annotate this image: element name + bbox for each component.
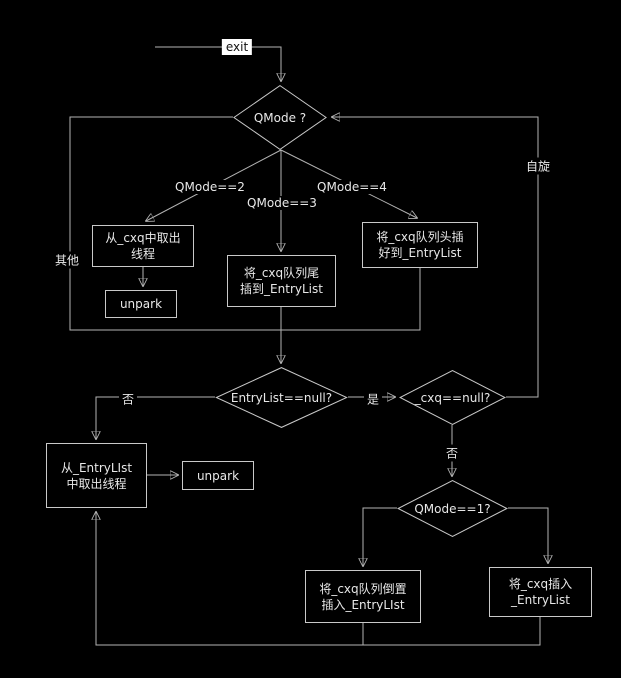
box-insert-entrylist: 将_cxq插入 _EntryList xyxy=(489,567,592,617)
edge-loop-back xyxy=(96,512,541,646)
box-unpark-2-label: unpark xyxy=(196,468,240,483)
decision-qmode-1: QMode==1? xyxy=(397,480,508,537)
box-take-from-cxq-line1: 从_cxq中取出 xyxy=(105,231,181,245)
edge-label-no-entrylist: 否 xyxy=(118,390,138,408)
edge-entrylist-no xyxy=(96,396,215,439)
box-head-insert-line1: 将_cxq队列头插 xyxy=(376,230,464,244)
box-take-from-entrylist: 从_EntryLIst 中取出线程 xyxy=(46,443,147,508)
box-reverse-insert-line1: 将_cxq队列倒置 xyxy=(319,581,407,596)
edge-label-qmode3: QMode==3 xyxy=(244,196,320,210)
box-head-insert-entrylist: 将_cxq队列头插 好到_EntryList xyxy=(362,222,478,268)
edge-label-qmode2: QMode==2 xyxy=(172,180,248,194)
box-take-from-cxq: 从_cxq中取出 线程 xyxy=(92,225,194,267)
decision-entrylist-null: EntryList==null? xyxy=(215,367,348,428)
edge-qmode1-left xyxy=(363,507,397,566)
edge-label-spin: 自旋 xyxy=(522,157,554,175)
box-tail-insert-line2: 插到_EntryList xyxy=(240,282,323,296)
box-reverse-insert-entrylist: 将_cxq队列倒置 插入_EntryLIst xyxy=(305,570,421,623)
decision-qmode: QMode ? xyxy=(233,85,327,150)
box-tail-insert-line1: 将_cxq队列尾 xyxy=(243,266,320,280)
edge-label-other: 其他 xyxy=(51,251,83,269)
box-take-from-entrylist-line1: 从_EntryLIst xyxy=(60,460,133,475)
decision-qmode-1-label: QMode==1? xyxy=(414,501,491,516)
edge-label-qmode4: QMode==4 xyxy=(314,180,390,194)
edge-exit xyxy=(155,46,281,81)
decision-cxq-null-label: _cxq==null? xyxy=(414,390,491,405)
edge-label-exit: exit xyxy=(221,39,253,55)
box-unpark-1: unpark xyxy=(105,290,177,318)
decision-entrylist-null-label: EntryList==null? xyxy=(230,390,333,405)
box-insert-entrylist-line2: _EntryList xyxy=(511,593,570,607)
box-unpark-2: unpark xyxy=(182,461,254,490)
edge-qmode1-right xyxy=(508,507,548,563)
decision-cxq-null: _cxq==null? xyxy=(399,370,506,425)
edge-head-down xyxy=(281,268,421,331)
edge-other xyxy=(69,116,281,331)
box-take-from-cxq-line2: 线程 xyxy=(130,247,155,261)
box-head-insert-line2: 好到_EntryList xyxy=(378,246,462,260)
box-take-from-entrylist-line2: 中取出线程 xyxy=(66,476,127,491)
edge-spin xyxy=(332,117,539,398)
box-insert-entrylist-line1: 将_cxq插入 xyxy=(508,577,573,591)
edge-label-yes-entrylist: 是 xyxy=(363,390,383,408)
edge-label-no-cxq: 否 xyxy=(442,444,462,462)
box-tail-insert-entrylist: 将_cxq队列尾 插到_EntryList xyxy=(227,255,336,307)
box-reverse-insert-line2: 插入_EntryLIst xyxy=(321,597,405,612)
decision-qmode-label: QMode ? xyxy=(253,110,307,125)
box-unpark-1-label: unpark xyxy=(119,297,163,311)
